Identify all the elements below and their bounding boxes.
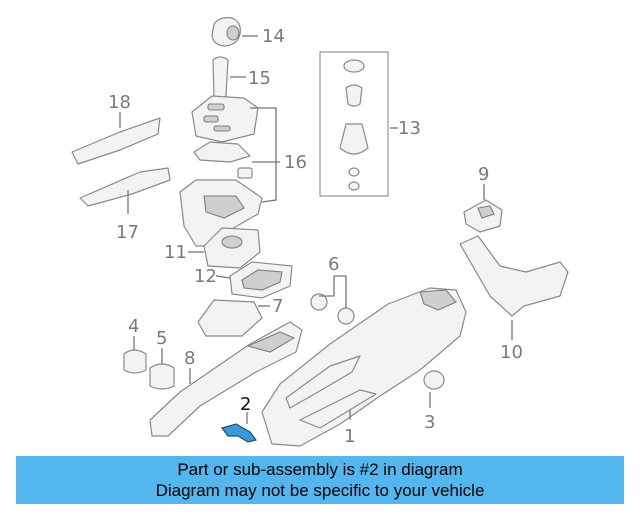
callout-16: 16 [284, 152, 307, 173]
part-2-bracket-highlighted[interactable] [220, 423, 258, 443]
callout-17: 17 [116, 222, 139, 243]
parts-diagram: 14 15 16 13 18 17 11 12 7 4 5 8 6 9 10 1… [71, 17, 569, 447]
callout-5: 5 [156, 328, 167, 349]
part-14-shift-knob [211, 17, 241, 47]
part-9-cover [463, 199, 503, 233]
callout-14: 14 [262, 26, 285, 47]
part-13-group-box [319, 51, 389, 197]
callout-6: 6 [328, 254, 339, 275]
callout-11: 11 [164, 242, 187, 263]
leader-lines [119, 35, 513, 424]
callout-10: 10 [500, 342, 523, 363]
part-7-tray [197, 299, 263, 337]
part-18-handbrake-lever [71, 117, 161, 165]
part-15-knob-tube [212, 56, 229, 99]
callout-13: 13 [398, 118, 421, 139]
part-13-shift-boot [339, 59, 369, 191]
part-17-handbrake-base [79, 167, 171, 207]
part-5-cup [149, 363, 175, 390]
part-1-center-console [261, 287, 467, 447]
callout-4: 4 [128, 316, 139, 337]
part-4-cup [123, 349, 147, 374]
callout-12: 12 [194, 266, 217, 287]
part-8-side-panel [149, 321, 303, 437]
info-banner: Part or sub-assembly is #2 in diagram Di… [16, 456, 624, 504]
part-12-frame [229, 261, 293, 299]
callout-2[interactable]: 2 [240, 394, 251, 415]
callout-15: 15 [248, 68, 271, 89]
callout-18: 18 [108, 92, 131, 113]
banner-line-1: Part or sub-assembly is #2 in diagram [177, 460, 463, 479]
part-11-boot-plate [203, 227, 261, 269]
part-16-shifter-trim [179, 95, 263, 247]
callout-8: 8 [184, 348, 195, 369]
callout-7: 7 [272, 296, 283, 317]
banner-line-2: Diagram may not be specific to your vehi… [155, 481, 485, 500]
part-6-pads [310, 293, 355, 325]
callout-3: 3 [424, 412, 435, 433]
callout-1: 1 [344, 426, 355, 447]
callout-9: 9 [478, 164, 489, 185]
part-3-cap [423, 370, 445, 390]
part-10-rear-panel [459, 235, 569, 317]
